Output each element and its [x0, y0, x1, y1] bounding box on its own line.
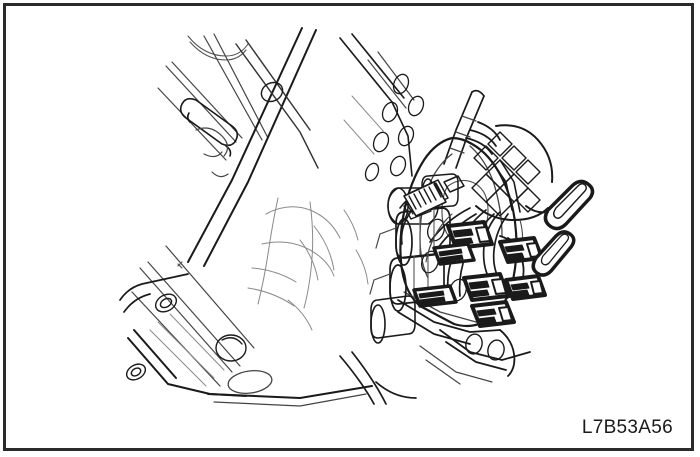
transmission-case-housing — [119, 27, 373, 407]
harness-connector — [470, 300, 516, 328]
harness-connector — [462, 272, 510, 302]
harness-connector — [504, 274, 547, 301]
harness-connector — [412, 284, 458, 308]
figure-border-frame — [3, 3, 694, 451]
fluid-tube — [443, 89, 485, 169]
harness-connector — [446, 220, 494, 250]
valve-body — [339, 329, 531, 405]
case-mounting-flange — [339, 33, 439, 225]
harness-connector — [403, 181, 447, 217]
harness-connector — [498, 236, 544, 264]
harness-connector — [432, 242, 476, 266]
harness-retaining-clip — [525, 179, 595, 277]
figure-reference-code: L7B53A56 — [581, 417, 673, 438]
